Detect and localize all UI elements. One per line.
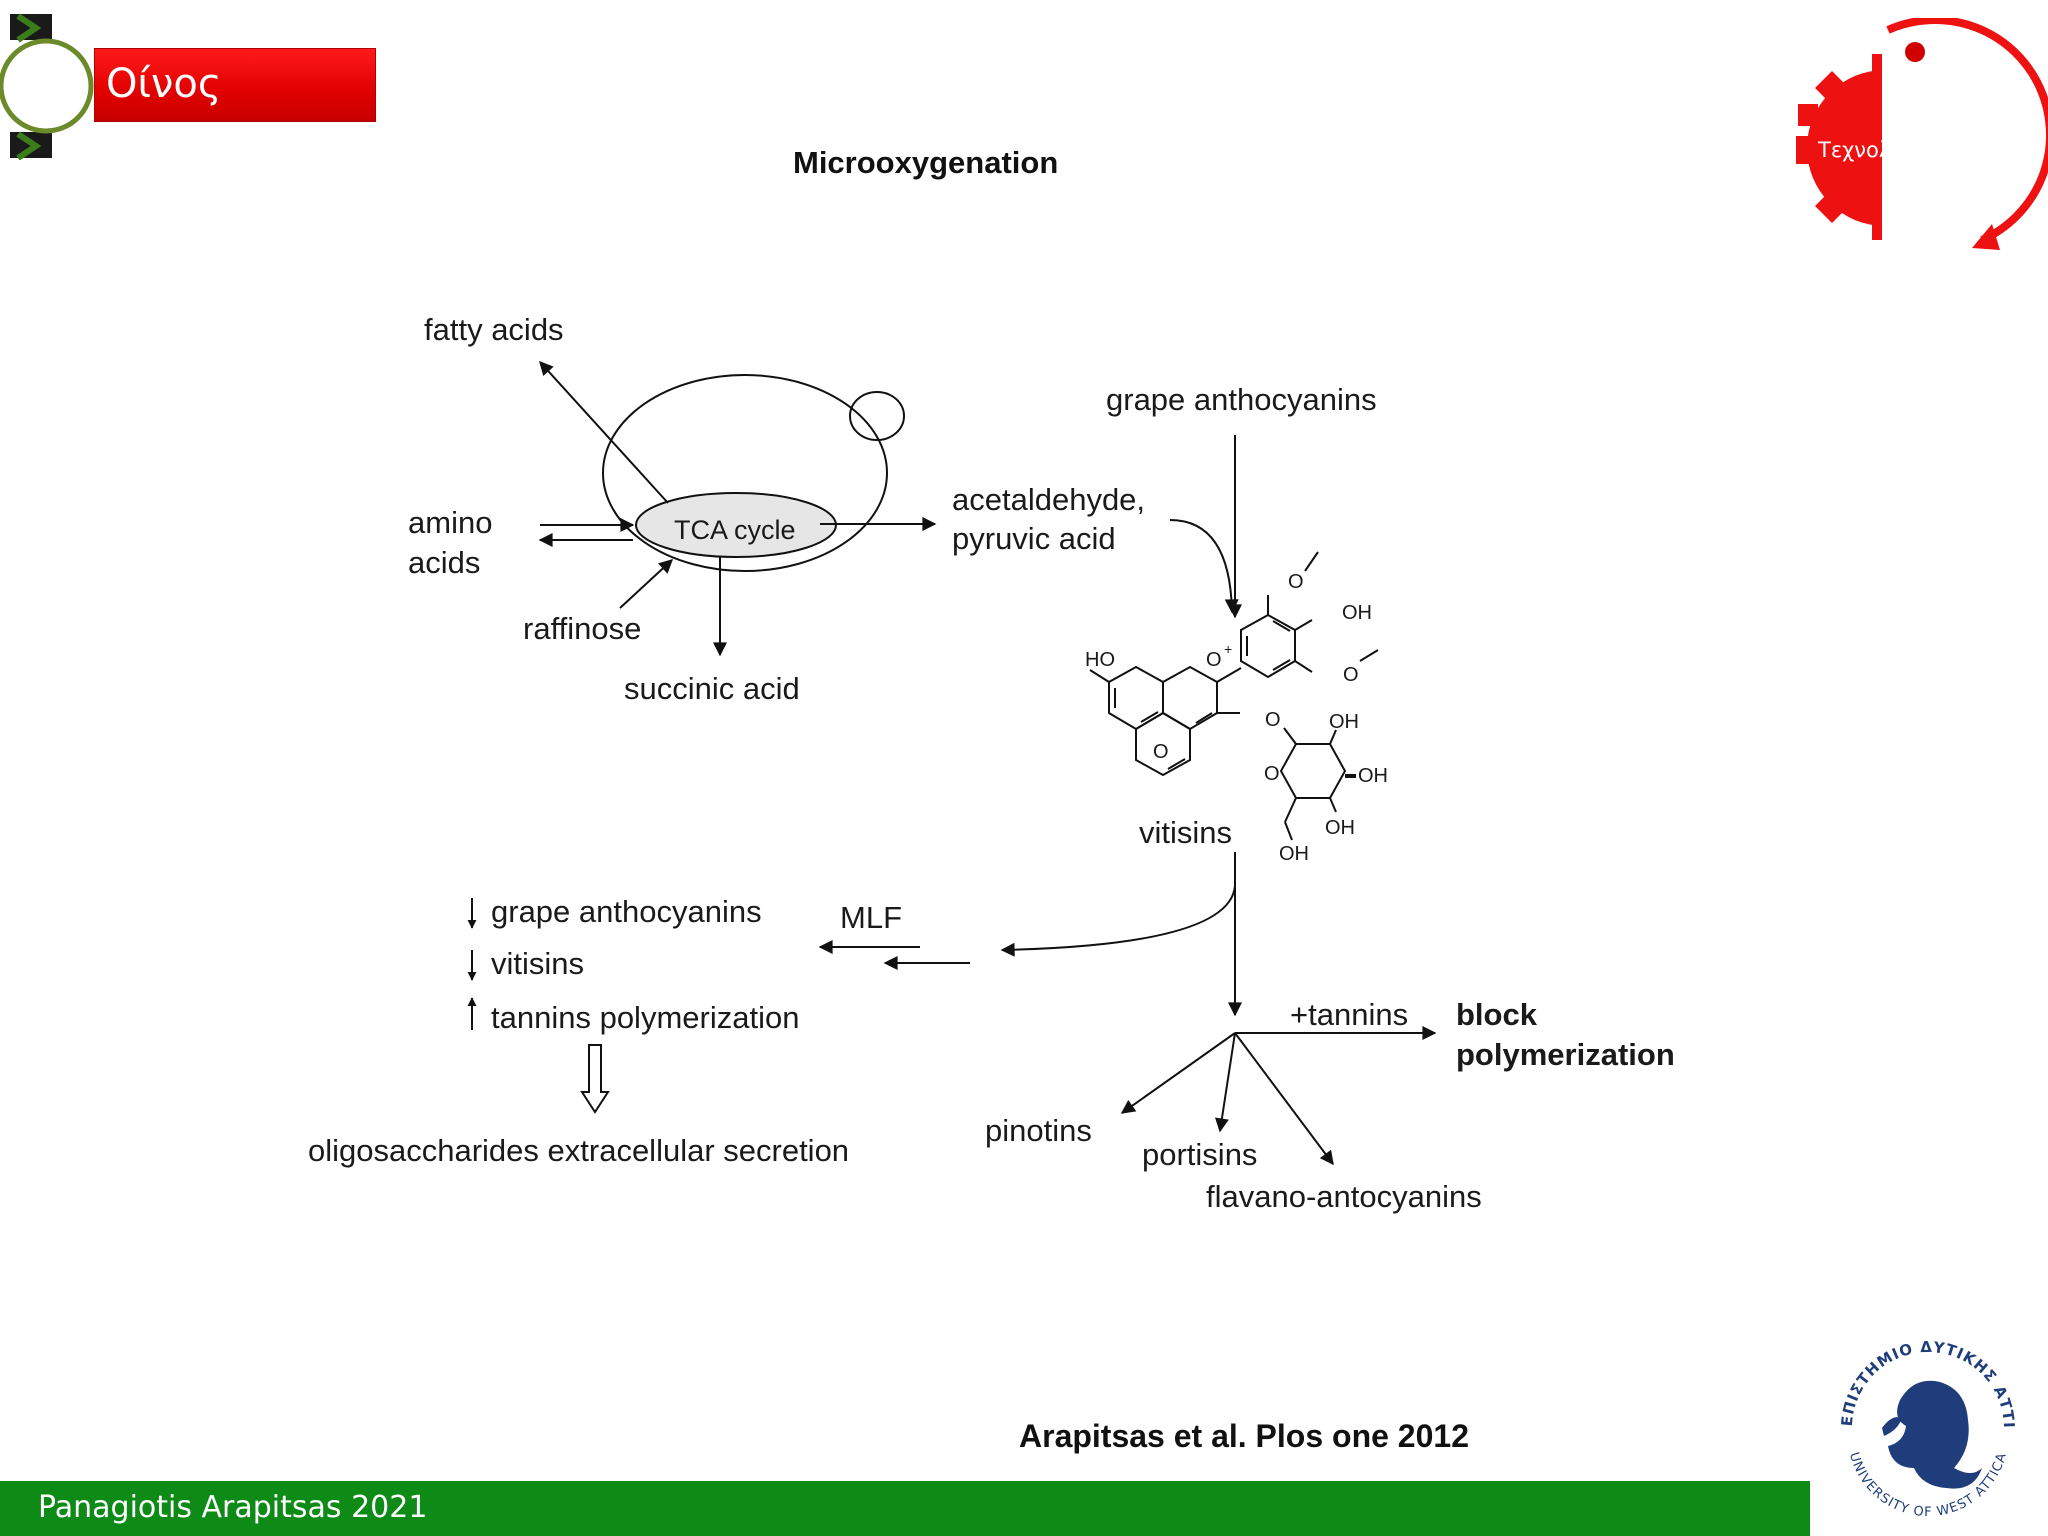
university-seal-icon: ΠΑΝΕΠΙΣΤΗΜΙΟ ΔΥΤΙΚΗΣ ΑΤΤΙΚΗΣ UNIVERSITY … (1822, 1318, 2034, 1530)
chem-o-methoxy-bottom: O (1343, 664, 1359, 686)
label-acetaldehyde-2: pyruvic acid (952, 521, 1116, 556)
header-tab (94, 48, 376, 122)
label-mlf: MLF (840, 900, 902, 935)
chem-o-plus: O (1206, 649, 1222, 671)
chem-o-ring: O (1153, 741, 1169, 763)
arrow-portisins (1214, 1032, 1236, 1133)
chem-o-sugar: O (1264, 763, 1280, 785)
header-bullet-icon (0, 10, 96, 160)
label-succinic-acid: succinic acid (624, 671, 800, 706)
arrow-flavano (1234, 1032, 1334, 1166)
label-plus-tannins: +tannins (1290, 997, 1409, 1032)
vitisin-structure (1089, 551, 1379, 841)
header-title: Οίνος (106, 61, 222, 107)
label-oligosaccharides: oligosaccharides extracellular secretion (308, 1133, 850, 1168)
gear-logo-icon (1760, 18, 2048, 268)
chem-o-link: O (1265, 709, 1281, 731)
label-tca-cycle: TCA cycle (674, 515, 796, 545)
arrow-acetaldehyde-curve (1169, 519, 1239, 614)
footer-author: Panagiotis Arapitsas 2021 (38, 1490, 428, 1525)
label-raffinose: raffinose (523, 611, 642, 646)
effect-tannins-polymerization: tannins polymerization (491, 1000, 800, 1035)
arrow-fatty-acids (539, 360, 669, 504)
footer-bar (0, 1481, 1810, 1536)
label-flavano-antocyanins: flavano-antocyanins (1206, 1179, 1482, 1214)
chem-plus: + (1224, 641, 1233, 657)
label-pinotins: pinotins (985, 1113, 1092, 1148)
label-block: block (1456, 997, 1537, 1032)
label-polymerization: polymerization (1456, 1037, 1675, 1072)
effect-grape-anthocyanins: grape anthocyanins (491, 894, 762, 929)
arrow-pinotins (1120, 1032, 1236, 1114)
arrow-vitisins-to-mlf (1000, 884, 1236, 957)
arrow-raffinose (619, 559, 674, 609)
label-amino-1: amino (408, 505, 493, 540)
label-acetaldehyde-1: acetaldehyde, (952, 482, 1146, 517)
chem-oh-sugar-4: OH (1279, 843, 1309, 865)
effect-vitisins: vitisins (491, 946, 585, 981)
label-amino-2: acids (408, 545, 481, 580)
chem-oh-top: OH (1342, 602, 1372, 624)
slide-title: Microoxygenation (793, 145, 1059, 180)
chem-oh-sugar-3: OH (1325, 817, 1355, 839)
label-grape-anthocyanins: grape anthocyanins (1106, 382, 1377, 417)
label-portisins: portisins (1142, 1137, 1258, 1172)
gear-logo-text: Τεχνολ (1818, 138, 1892, 162)
chem-oh-sugar-2: OH (1358, 765, 1388, 787)
chem-o-methoxy-top: O (1288, 571, 1304, 593)
citation: Arapitsas et al. Plos one 2012 (1019, 1418, 1469, 1454)
chem-ho: HO (1085, 649, 1115, 671)
hollow-down-arrow-icon (580, 1044, 610, 1114)
chem-oh-sugar-1: OH (1329, 711, 1359, 733)
label-fatty-acids: fatty acids (424, 312, 564, 347)
label-vitisins: vitisins (1139, 815, 1233, 850)
